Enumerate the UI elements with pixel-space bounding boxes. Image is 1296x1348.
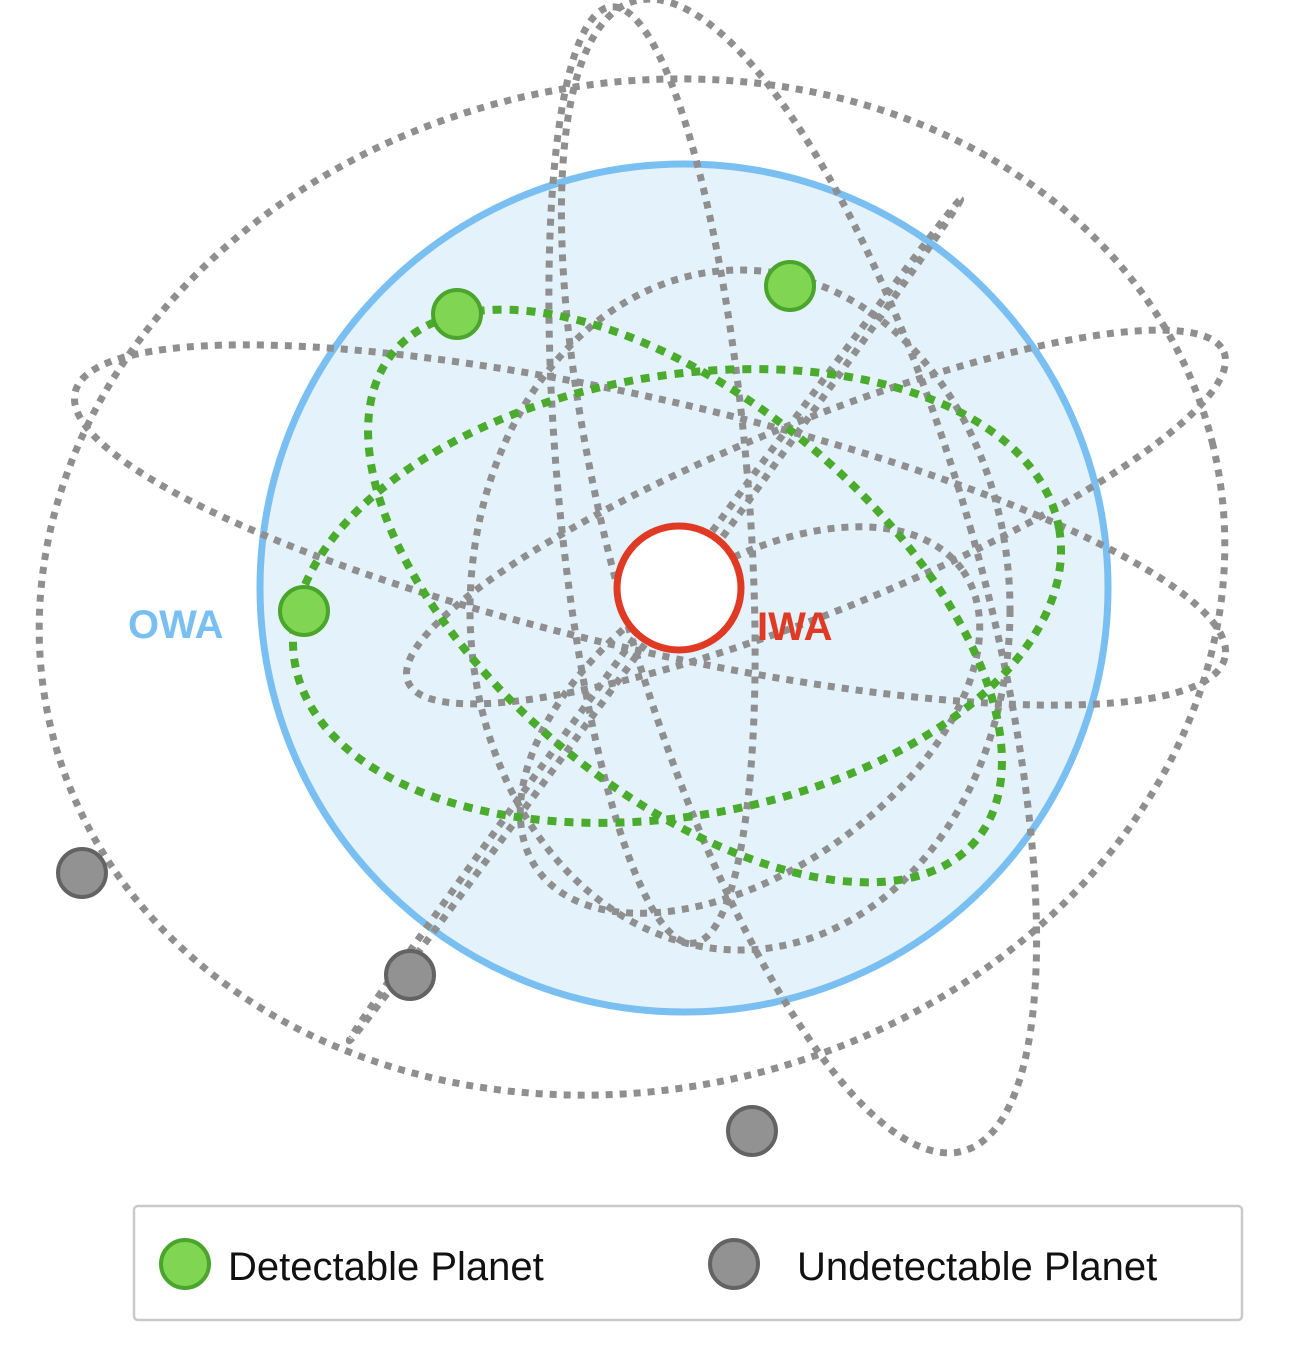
orbit-green-tilted	[364, 305, 1006, 887]
orbit-gray-tall-loop	[557, 0, 1041, 1157]
undetectable-planets	[56, 847, 778, 1157]
undetectable-planet	[384, 949, 436, 1001]
detectable-planet	[764, 260, 816, 312]
orbit-gray-large-outer	[35, 75, 1229, 1099]
legend-undetectable-icon	[708, 1238, 760, 1290]
owa-label: OWA	[128, 603, 224, 647]
legend-detectable-label: Detectable Planet	[228, 1245, 544, 1289]
iwa-ring	[613, 522, 745, 654]
legend: Detectable Planet Undetectable Planet	[132, 1204, 1244, 1322]
legend-undetectable-label: Undetectable Planet	[797, 1245, 1157, 1289]
iwa-label: IWA	[757, 605, 833, 649]
undetectable-planet	[726, 1105, 778, 1157]
detectable-orbits	[288, 305, 1066, 887]
detectable-planet	[431, 288, 483, 340]
legend-detectable-icon	[159, 1238, 211, 1290]
orbit-gray-right-loop	[402, 326, 1230, 708]
undetectable-planet	[56, 847, 108, 899]
detectable-planet	[278, 585, 330, 637]
orbit-gray-wide-loop	[70, 341, 1230, 709]
detectable-planets	[278, 260, 816, 637]
orbit-gray-center-loop	[466, 266, 1014, 954]
orbit-green-wide	[288, 365, 1066, 827]
orbit-gray-top-loop	[545, 3, 759, 947]
legend-box	[132, 1204, 1244, 1322]
